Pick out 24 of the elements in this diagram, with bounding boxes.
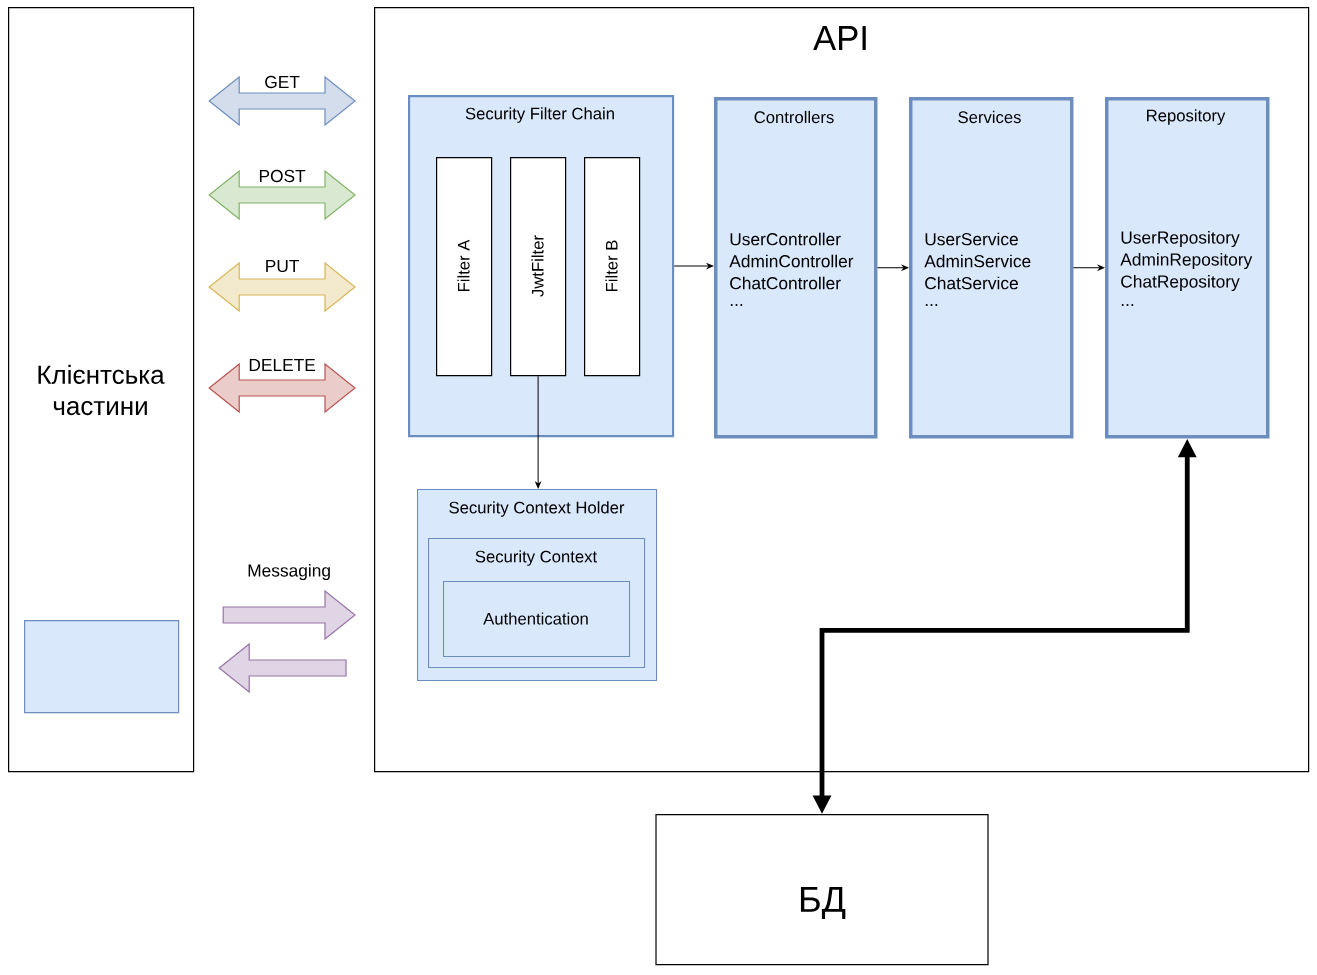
- filter-box: Filter B: [584, 157, 641, 377]
- client-panel: Клієнтська частини: [8, 7, 195, 773]
- filter-box: JwtFilter: [510, 157, 567, 377]
- edge-label: GET: [262, 74, 302, 90]
- arrow: [877, 265, 909, 271]
- edge-label: Messaging: [245, 562, 333, 582]
- arrow: [1073, 265, 1105, 271]
- block-arrow: [208, 169, 356, 221]
- filter-box: Filter A: [436, 157, 493, 377]
- block-arrow: [222, 589, 356, 641]
- authentication-box: Authentication: [443, 581, 631, 658]
- arrow: [673, 263, 714, 269]
- layer-box: Services UserService AdminService ChatService ...: [909, 97, 1074, 439]
- block-arrow: [208, 75, 356, 127]
- edge-label: POST: [257, 168, 308, 184]
- database-cylinder: БД: [655, 814, 989, 966]
- component-box: [24, 620, 180, 714]
- layer-box: Repository UserRepository AdminRepository ChatRepository ...: [1105, 97, 1270, 439]
- block-arrow: [208, 362, 356, 414]
- arrow: [535, 375, 541, 489]
- edge-label: PUT: [263, 258, 301, 274]
- edge-label: DELETE: [247, 357, 318, 373]
- layer-box: Controllers UserController AdminController ChatController ...: [714, 97, 878, 439]
- block-arrow: [208, 261, 356, 313]
